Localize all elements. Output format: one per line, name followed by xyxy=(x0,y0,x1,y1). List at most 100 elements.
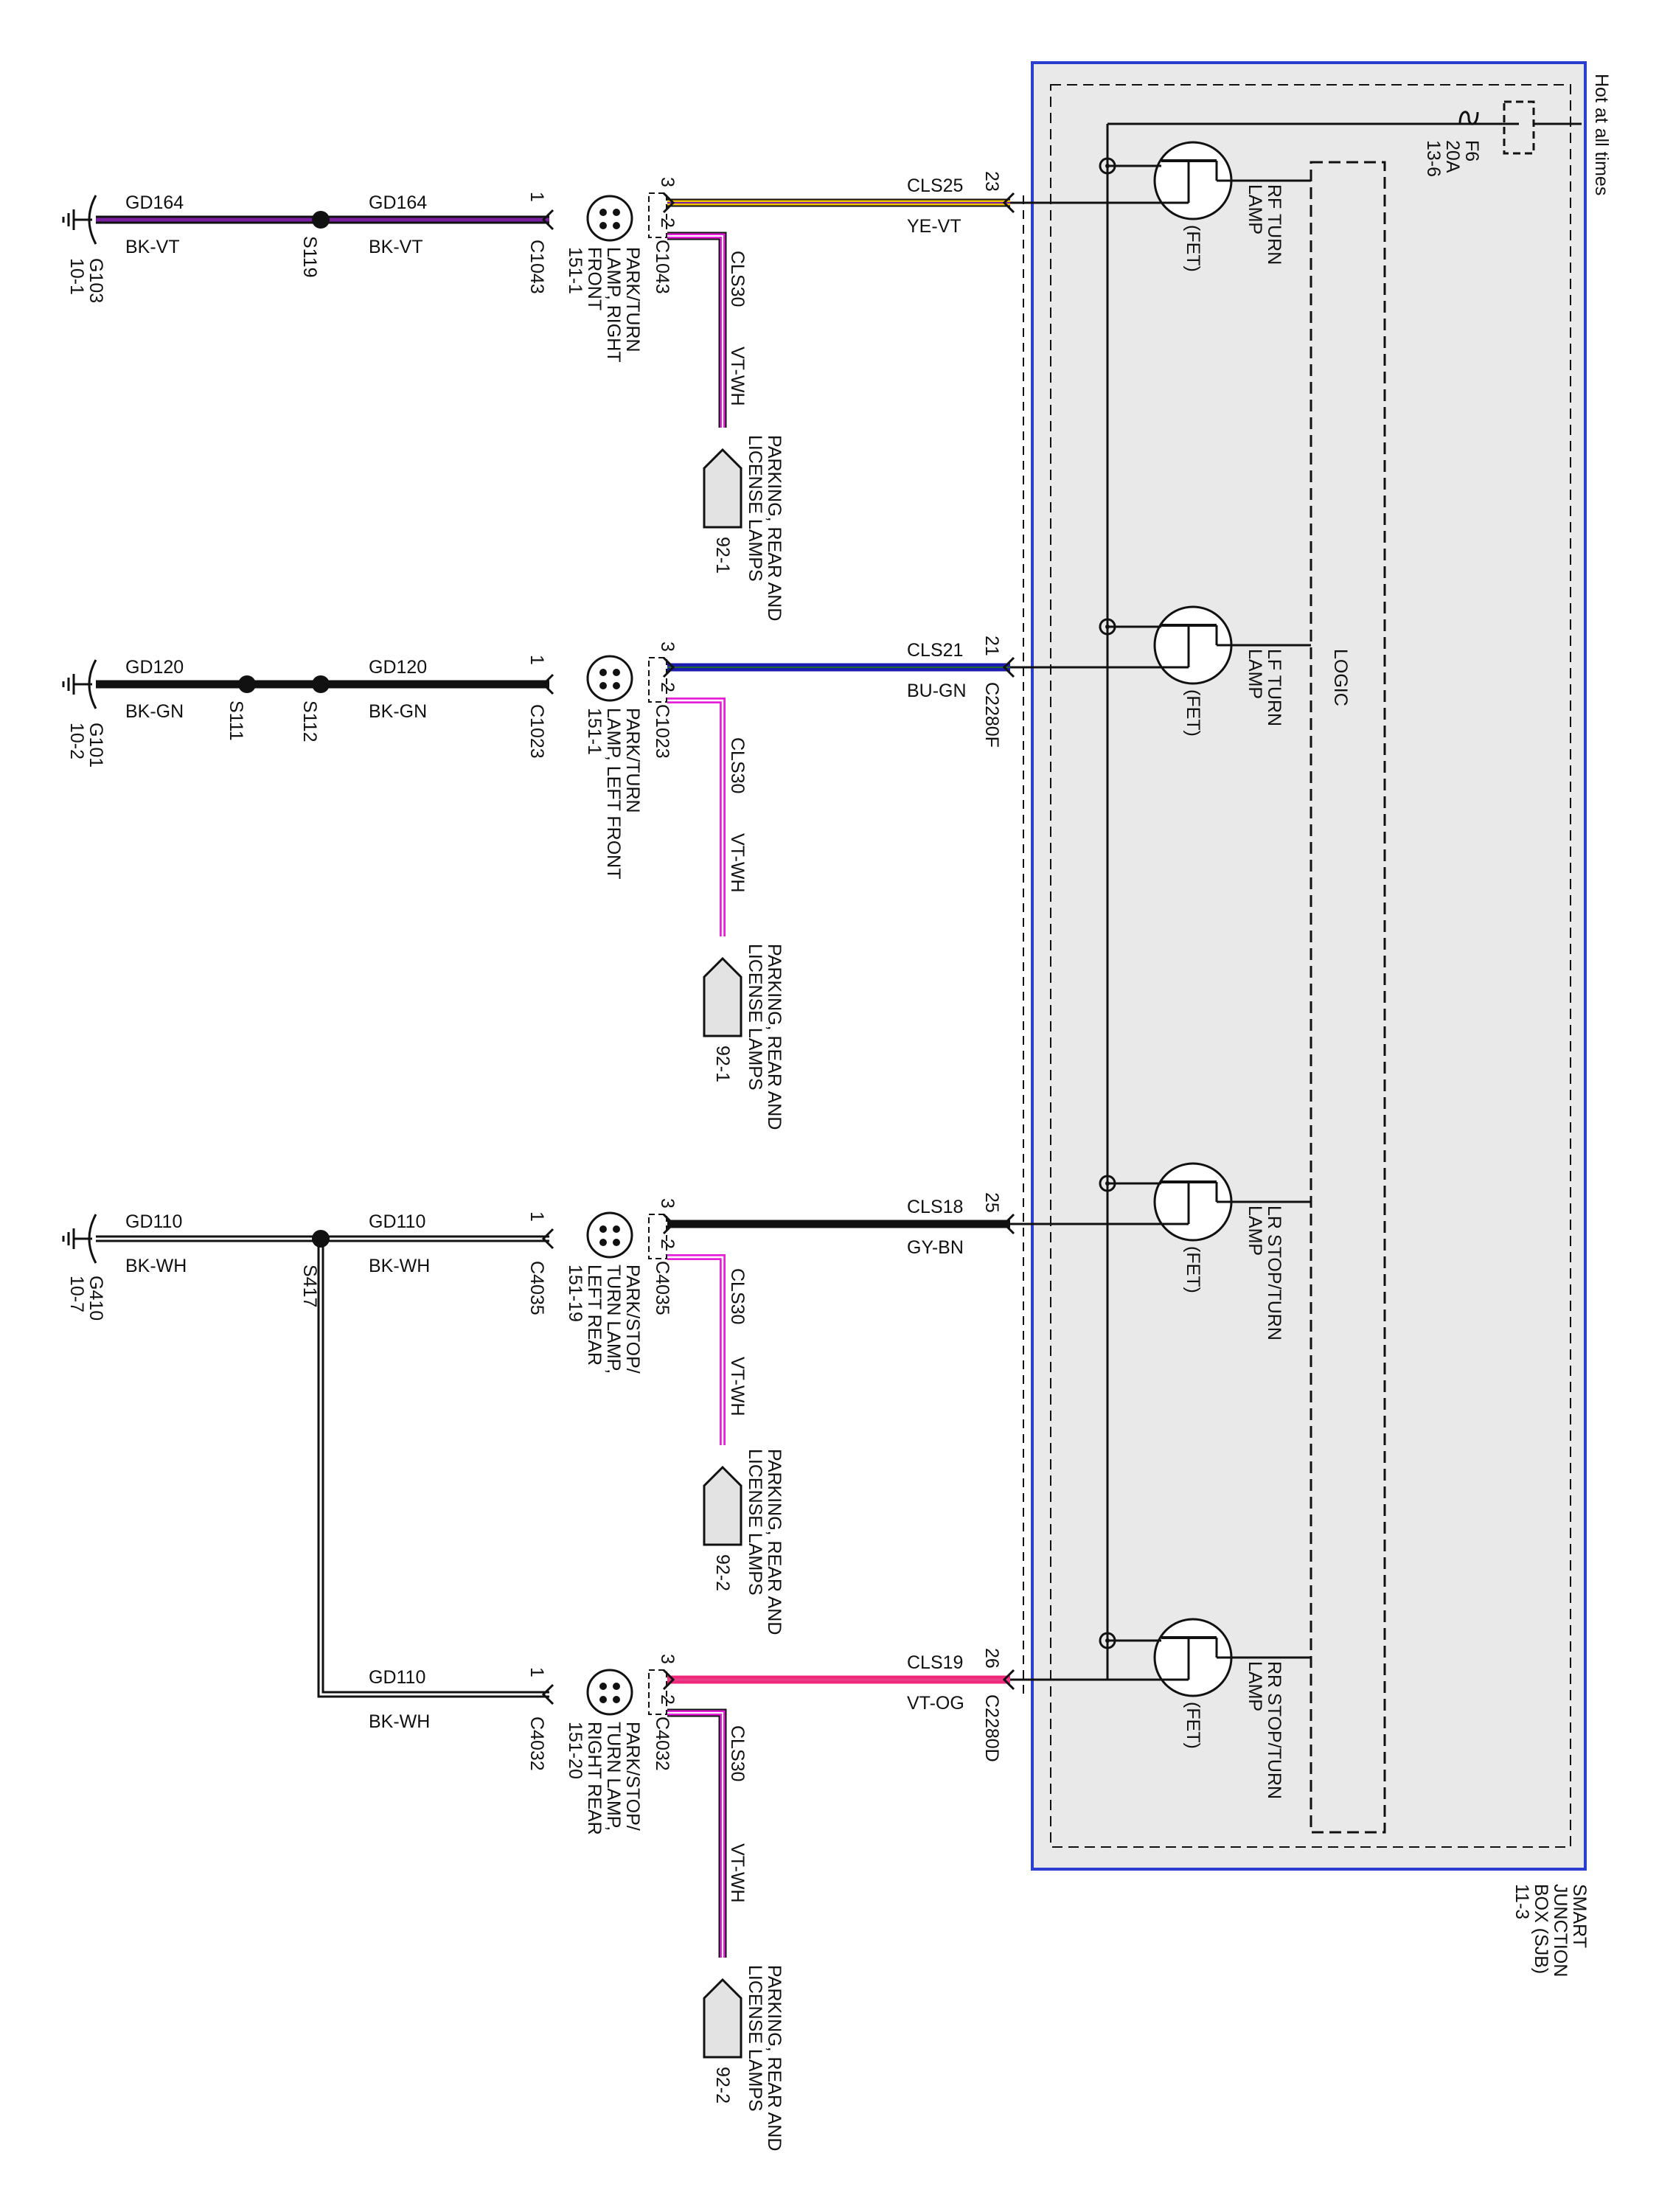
connector-c4032-top: C4032 xyxy=(652,1717,672,1771)
svg-text:11-3: 11-3 xyxy=(1512,1884,1532,1919)
svg-text:TURN LAMP,: TURN LAMP, xyxy=(603,1265,624,1374)
circuit-cls18: CLS18 xyxy=(907,1197,963,1217)
gd164-circuit-left: GD164 xyxy=(125,192,184,213)
svg-text:151-1: 151-1 xyxy=(565,247,585,294)
lamp-lr-park-stop-turn xyxy=(586,1211,667,1259)
lamp-lf-label: PARK/TURN LAMP, LEFT FRONT 151-1 xyxy=(584,708,643,879)
connector-c1023-top: C1023 xyxy=(652,704,672,759)
ground-g410-ref: 10-7 xyxy=(66,1276,87,1312)
lamp-rr-pin3: 3 xyxy=(657,1654,678,1664)
connector-c4032: C4032 xyxy=(526,1717,547,1771)
svg-text:20A: 20A xyxy=(1442,140,1463,173)
svg-text:PARKING, REAR AND: PARKING, REAR AND xyxy=(764,944,785,1130)
logic-block xyxy=(1310,161,1386,1834)
fet-rr-stop-turn: (FET) RR STOP/TURN LAMP xyxy=(1010,1618,1311,1799)
pin-23: 23 xyxy=(981,171,1002,192)
parking-rf-color: VT-WH xyxy=(727,347,748,406)
logic-label: LOGIC xyxy=(1330,649,1351,706)
connector-c2280f: C2280F xyxy=(981,682,1002,748)
pin-26: 26 xyxy=(981,1648,1002,1669)
gd120-color-left: BK-GN xyxy=(125,701,184,722)
svg-text:PARK/STOP/: PARK/STOP/ xyxy=(622,1265,643,1374)
parking-rr-circuit: CLS30 xyxy=(727,1725,748,1781)
gd110-color-right: BK-WH xyxy=(369,1256,430,1276)
lamp-rf-label: PARK/TURN LAMP, RIGHT FRONT 151-1 xyxy=(565,247,643,363)
svg-text:PARK/TURN: PARK/TURN xyxy=(622,247,643,352)
svg-text:JUNCTION: JUNCTION xyxy=(1550,1884,1571,1977)
gd110-color-lower: BK-WH xyxy=(369,1711,430,1732)
sjb-label: SMART JUNCTION BOX (SJB) 11-3 xyxy=(1512,1884,1590,1977)
wire-cls30-lr xyxy=(667,1254,742,1546)
svg-text:LR STOP/TURN: LR STOP/TURN xyxy=(1264,1206,1284,1340)
connector-c1043: C1043 xyxy=(526,240,547,294)
lamp-lf-park-turn xyxy=(586,655,667,703)
parking-rf-ref: 92-1 xyxy=(712,537,733,574)
svg-text:LEFT REAR: LEFT REAR xyxy=(584,1265,605,1366)
svg-text:BOX (SJB): BOX (SJB) xyxy=(1531,1884,1551,1974)
lamp-rr-label: PARK/STOP/ TURN LAMP, RIGHT REAR 151-20 xyxy=(565,1722,643,1835)
lamp-lf-pin3: 3 xyxy=(657,641,678,652)
parking-lr-color: VT-WH xyxy=(727,1357,748,1416)
svg-text:PARKING, REAR AND: PARKING, REAR AND xyxy=(764,1449,785,1635)
connector-c4035-top: C4035 xyxy=(652,1261,672,1315)
gd164-color-right: BK-VT xyxy=(369,237,423,257)
svg-text:RR STOP/TURN: RR STOP/TURN xyxy=(1264,1661,1284,1799)
wire-cls30-lf xyxy=(667,698,742,1037)
sjb-box xyxy=(1031,61,1587,1871)
svg-text:FRONT: FRONT xyxy=(584,247,605,310)
gd110-circuit-lower: GD110 xyxy=(369,1667,425,1688)
circuit-cls19: CLS19 xyxy=(907,1652,963,1673)
svg-text:LAMP: LAMP xyxy=(1245,1661,1265,1711)
svg-text:LICENSE LAMPS: LICENSE LAMPS xyxy=(745,1449,765,1596)
parking-lf-color: VT-WH xyxy=(727,833,748,893)
lamp-rf-park-turn xyxy=(586,192,667,242)
hot-label: Hot at all times xyxy=(1591,74,1612,195)
ground-g410 xyxy=(62,1214,97,1264)
svg-text:PARK/STOP/: PARK/STOP/ xyxy=(622,1722,643,1831)
svg-text:(FET): (FET) xyxy=(1183,225,1203,272)
svg-text:LICENSE LAMPS: LICENSE LAMPS xyxy=(745,435,765,582)
connector-c2280d: C2280D xyxy=(981,1694,1002,1762)
lamp-lr-pin3: 3 xyxy=(657,1198,678,1208)
ground-g101 xyxy=(62,659,97,709)
circuit-cls25: CLS25 xyxy=(907,175,963,196)
svg-text:LICENSE LAMPS: LICENSE LAMPS xyxy=(745,944,765,1091)
svg-text:(FET): (FET) xyxy=(1183,1246,1203,1293)
lamp-lr-label: PARK/STOP/ TURN LAMP, LEFT REAR 151-19 xyxy=(565,1265,643,1374)
sjb-inner-dashed xyxy=(1050,84,1571,1848)
ground-g101-ref: 10-2 xyxy=(66,723,87,759)
svg-text:TURN LAMP,: TURN LAMP, xyxy=(603,1722,624,1831)
fet-rf-turn: (FET) RF TURN LAMP xyxy=(1010,141,1311,272)
svg-text:LAMP: LAMP xyxy=(1245,1206,1265,1256)
parking-rr-ref: 92-2 xyxy=(712,2067,733,2104)
wire-cls30-rf xyxy=(667,232,742,529)
parking-rr-color: VT-WH xyxy=(727,1843,748,1903)
fuse-symbol xyxy=(1458,111,1479,125)
ground-g101-label: G101 xyxy=(86,723,106,768)
color-bu-gn: BU-GN xyxy=(907,681,967,701)
svg-text:PARKING, REAR AND: PARKING, REAR AND xyxy=(764,1965,785,2151)
lamp-rf-pin1: 1 xyxy=(526,192,547,202)
connector-c1023: C1023 xyxy=(526,704,547,759)
color-ye-vt: YE-VT xyxy=(907,216,961,237)
ground-g410-label: G410 xyxy=(86,1276,106,1321)
fuse-label: F6 20A 13-6 xyxy=(1423,140,1482,177)
wire-cls25 xyxy=(662,192,1015,214)
svg-text:151-20: 151-20 xyxy=(565,1722,585,1779)
svg-text:RIGHT REAR: RIGHT REAR xyxy=(584,1722,605,1835)
color-vt-og: VT-OG xyxy=(907,1693,964,1714)
svg-text:LICENSE LAMPS: LICENSE LAMPS xyxy=(745,1965,765,2112)
gd110-circuit-left: GD110 xyxy=(125,1211,182,1232)
parking-rf-circuit: CLS30 xyxy=(727,251,748,307)
ground-g103-label: G103 xyxy=(86,258,106,303)
lamp-rr-park-stop-turn xyxy=(586,1669,667,1716)
lamp-lf-pin1: 1 xyxy=(526,655,547,665)
svg-text:PARK/TURN: PARK/TURN xyxy=(622,708,643,813)
fet-lr-stop-turn: (FET) LR STOP/TURN LAMP xyxy=(1010,1162,1311,1340)
lamp-rr-pin2: 2 xyxy=(657,1694,678,1705)
lamp-rf-pin2: 2 xyxy=(657,218,678,228)
gd164-color-left: BK-VT xyxy=(125,237,180,257)
gd120-color-right: BK-GN xyxy=(369,701,427,722)
connector-c1043-top: C1043 xyxy=(652,240,672,294)
